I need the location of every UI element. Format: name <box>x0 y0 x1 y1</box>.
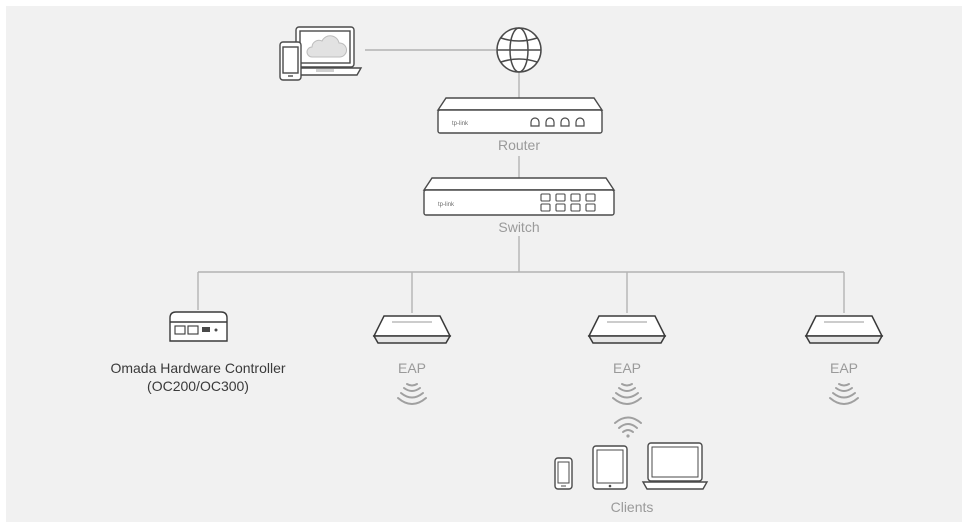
cloud-icon <box>306 35 347 58</box>
router-label: Router <box>497 137 541 153</box>
wifi-icon <box>397 383 427 405</box>
switch-icon: tp-link <box>422 177 616 216</box>
switch-brand-logo: tp-link <box>438 202 455 208</box>
cloud-management-devices <box>279 26 363 81</box>
eap-label: EAP <box>829 360 858 376</box>
wifi-icon <box>612 383 642 405</box>
access-point-icon <box>587 315 667 344</box>
tablet-icon <box>592 445 628 490</box>
phone-icon <box>279 41 302 81</box>
router-brand-logo: tp-link <box>452 121 469 127</box>
wifi-icon <box>614 416 642 438</box>
controller-icon <box>169 311 228 342</box>
eap-label: EAP <box>612 360 641 376</box>
wifi-icon <box>829 383 859 405</box>
router-ports <box>530 117 585 127</box>
diagram-background <box>6 6 962 522</box>
clients-label: Clients <box>610 499 654 515</box>
connection-lines <box>197 49 845 313</box>
switch-label: Switch <box>498 219 540 235</box>
controller-label: Omada Hardware Controller <box>110 360 286 376</box>
access-point-icon <box>804 315 884 344</box>
globe-icon <box>496 27 542 73</box>
access-point-icon <box>372 315 452 344</box>
switch-ports <box>540 193 596 212</box>
client-devices <box>554 442 709 490</box>
controller-model-label: (OC200/OC300) <box>147 378 249 394</box>
phone-icon <box>554 457 573 490</box>
eap-label: EAP <box>397 360 426 376</box>
laptop-icon <box>641 442 709 490</box>
router-icon: tp-link <box>436 97 604 134</box>
